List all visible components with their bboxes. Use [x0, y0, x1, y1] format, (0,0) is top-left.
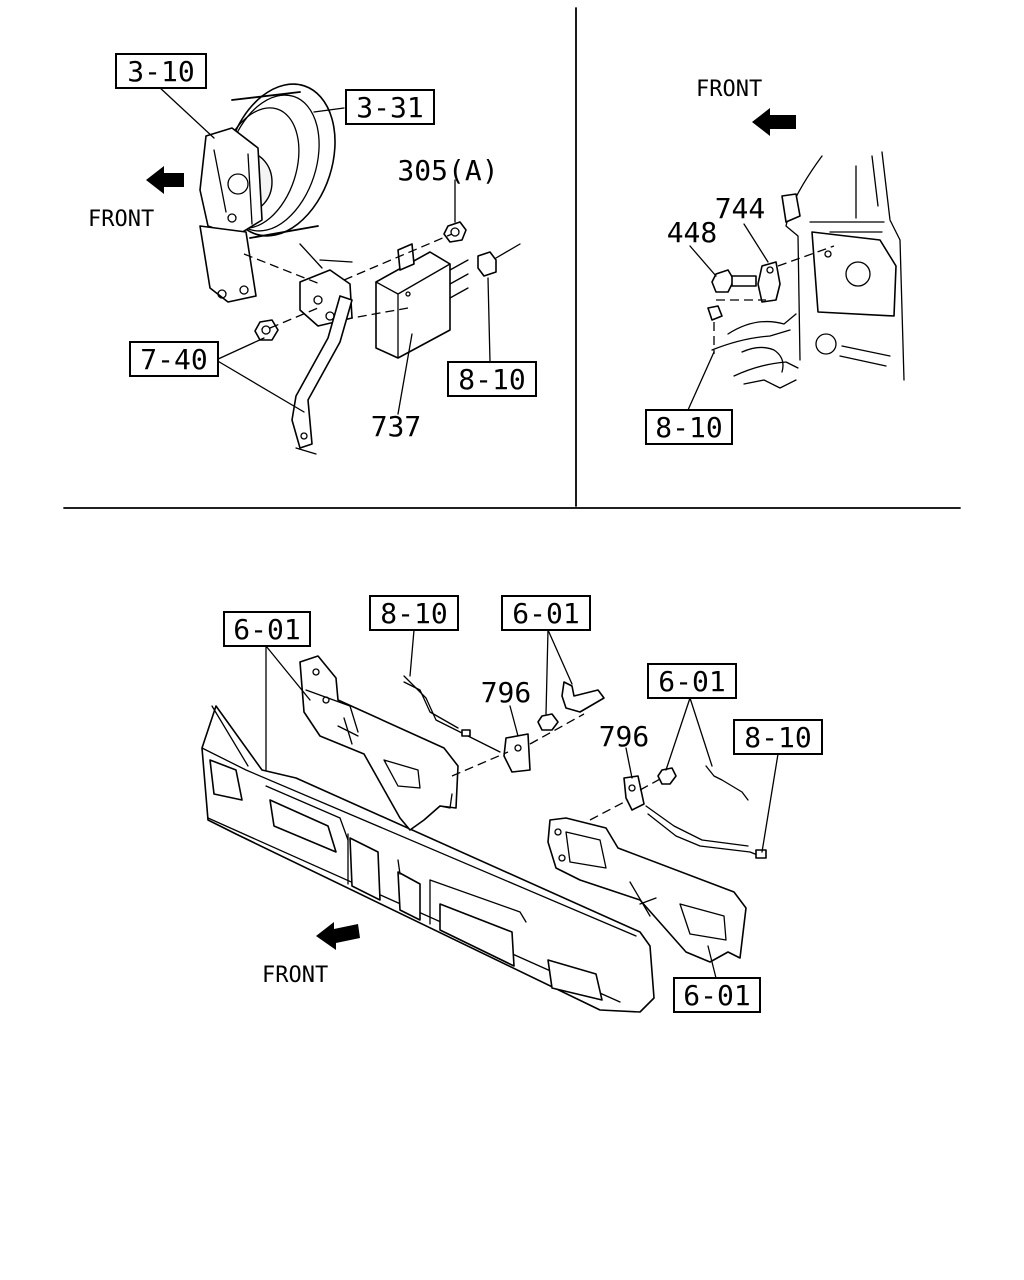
leader-lines	[157, 85, 491, 415]
bumper-illustration	[201, 705, 655, 1013]
callout-3-31: 3-31	[345, 89, 435, 125]
left-bumper-bracket-illustration	[299, 655, 459, 831]
leader-lines	[265, 629, 779, 979]
callout-6-01-left-text: 6-01	[233, 613, 300, 646]
front-label: FRONT	[262, 963, 328, 988]
wire-harness-illustration	[403, 675, 767, 859]
part-number-305a: 305(A)	[397, 154, 498, 187]
callout-8-10-top: 8-10	[369, 595, 459, 631]
brake-booster-illustration	[199, 83, 336, 303]
callout-8-10: 8-10	[447, 361, 537, 397]
callout-8-10: 8-10	[645, 409, 733, 445]
part-number-796-left: 796	[481, 676, 532, 709]
part-number-796-right: 796	[599, 720, 650, 753]
body-panel-illustration	[711, 151, 905, 389]
sensor-illustration	[757, 261, 781, 303]
callout-3-10: 3-10	[115, 53, 207, 89]
impact-sensor-right-illustration	[623, 775, 645, 811]
panel-dividers	[63, 7, 961, 509]
callout-7-40-text: 7-40	[140, 343, 207, 376]
front-label: FRONT	[696, 77, 762, 102]
nut-illustration	[254, 319, 279, 341]
callout-6-01-mid-text: 6-01	[658, 665, 725, 698]
right-bumper-bracket-illustration	[547, 817, 747, 963]
callout-8-10-right-text: 8-10	[744, 721, 811, 754]
callout-6-01-mid: 6-01	[647, 663, 737, 699]
panel-bottom: FRONT 6-01 8-10 6-01 6-01 8-10 6-01 796 …	[201, 595, 823, 1013]
assembly-lines	[451, 713, 663, 821]
bracket-illustration	[291, 243, 353, 455]
part-number-448: 448	[667, 216, 718, 249]
callout-6-01-left: 6-01	[223, 611, 311, 647]
callout-8-10-text: 8-10	[655, 411, 722, 444]
callout-6-01-top: 6-01	[501, 595, 591, 631]
panel-top-right: FRONT	[645, 77, 905, 445]
callout-3-10-text: 3-10	[127, 55, 194, 88]
front-label: FRONT	[88, 207, 154, 232]
nut-305a-illustration	[443, 221, 467, 243]
callout-3-31-text: 3-31	[356, 91, 423, 124]
callout-6-01-top-text: 6-01	[512, 597, 579, 630]
front-arrow-icon	[316, 922, 360, 950]
callout-8-10-right: 8-10	[733, 719, 823, 755]
connector-illustration	[707, 305, 723, 321]
control-unit-illustration	[375, 243, 469, 359]
sensor-mount-bracket-illustration	[561, 681, 605, 713]
callout-6-01-bottom-text: 6-01	[683, 979, 750, 1012]
callout-8-10-text: 8-10	[458, 363, 525, 396]
callout-6-01-bottom: 6-01	[673, 977, 761, 1013]
nut-illustration	[537, 713, 677, 785]
front-arrow-icon	[146, 166, 184, 194]
front-arrow-icon	[752, 108, 796, 136]
leader-lines	[687, 223, 769, 411]
assembly-lines	[243, 233, 453, 329]
assembly-lines	[713, 245, 835, 354]
part-number-744: 744	[715, 192, 766, 225]
connector-illustration	[477, 243, 521, 277]
impact-sensor-left-illustration	[503, 733, 531, 773]
callout-7-40: 7-40	[129, 341, 219, 377]
callout-8-10-top-text: 8-10	[380, 597, 447, 630]
part-number-737: 737	[371, 410, 422, 443]
bolt-illustration	[711, 269, 757, 293]
panel-top-left: FRONT 3-10 3-31 7-40 8-10 305(A) 737	[88, 53, 537, 455]
